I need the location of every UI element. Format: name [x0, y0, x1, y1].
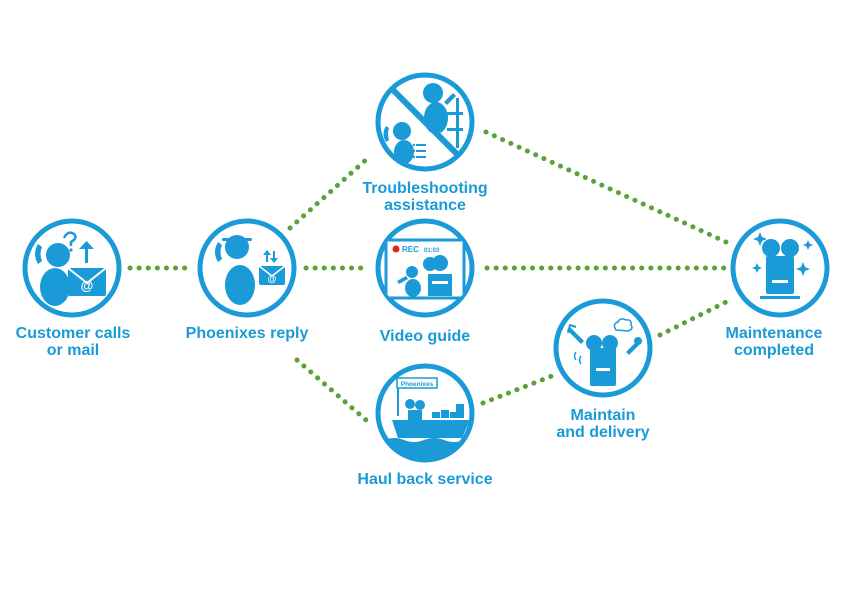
- label-completed: Maintenance completed: [706, 325, 842, 359]
- maintain-delivery-icon: [567, 318, 642, 386]
- svg-text:@: @: [81, 278, 94, 293]
- label-line: or mail: [46, 342, 100, 359]
- haul-back-service-icon: Phoenixes: [384, 377, 471, 459]
- warehouse-sign: Phoenixes: [401, 381, 434, 388]
- label-line: Phoenixes reply: [185, 325, 309, 342]
- label-line: Maintenance: [725, 325, 823, 342]
- connectors: [127, 129, 731, 423]
- label-reply: Phoenixes reply: [167, 325, 327, 342]
- node-customer: @: [22, 218, 122, 318]
- maintenance-completed-icon: [752, 232, 813, 299]
- record-timer: 01:03: [424, 248, 440, 254]
- label-troubleshooting: Troubleshooting assistance: [345, 180, 505, 214]
- label-line: Troubleshooting: [362, 180, 488, 197]
- rec-indicator: REC: [402, 245, 419, 254]
- video-guide-icon: REC 01:03: [384, 238, 466, 300]
- label-line: and delivery: [556, 424, 650, 441]
- record-dot-icon: [392, 245, 400, 253]
- label-video: Video guide: [345, 328, 505, 345]
- phoenixes-reply-icon: @: [215, 235, 286, 305]
- label-customer: Customer calls or mail: [0, 325, 146, 359]
- label-line: Maintain: [570, 407, 636, 424]
- label-line: assistance: [384, 197, 466, 214]
- node-haul: Phoenixes: [375, 363, 475, 463]
- label-maintain: Maintain and delivery: [528, 407, 678, 441]
- node-troubleshooting: [375, 72, 475, 172]
- troubleshooting-assistance-icon: [383, 83, 463, 164]
- label-line: Haul back service: [357, 471, 493, 488]
- connector-reply-to-troubleshooting: [287, 155, 371, 231]
- connector-troubleshooting-to-completed: [483, 129, 729, 245]
- connector-haul-to-maintain: [480, 373, 555, 406]
- customer-calls-mail-icon: @: [35, 231, 107, 306]
- label-haul: Haul back service: [335, 471, 515, 488]
- node-video: REC 01:03: [375, 218, 475, 318]
- node-maintain: [553, 298, 653, 398]
- connector-reply-to-haul: [294, 357, 369, 423]
- node-completed: [730, 218, 830, 318]
- label-line: Video guide: [379, 328, 471, 345]
- connector-maintain-to-completed: [657, 298, 731, 338]
- node-reply: @: [197, 218, 297, 318]
- svg-text:@: @: [268, 274, 277, 284]
- label-line: completed: [733, 342, 814, 359]
- label-line: Customer calls: [15, 325, 131, 342]
